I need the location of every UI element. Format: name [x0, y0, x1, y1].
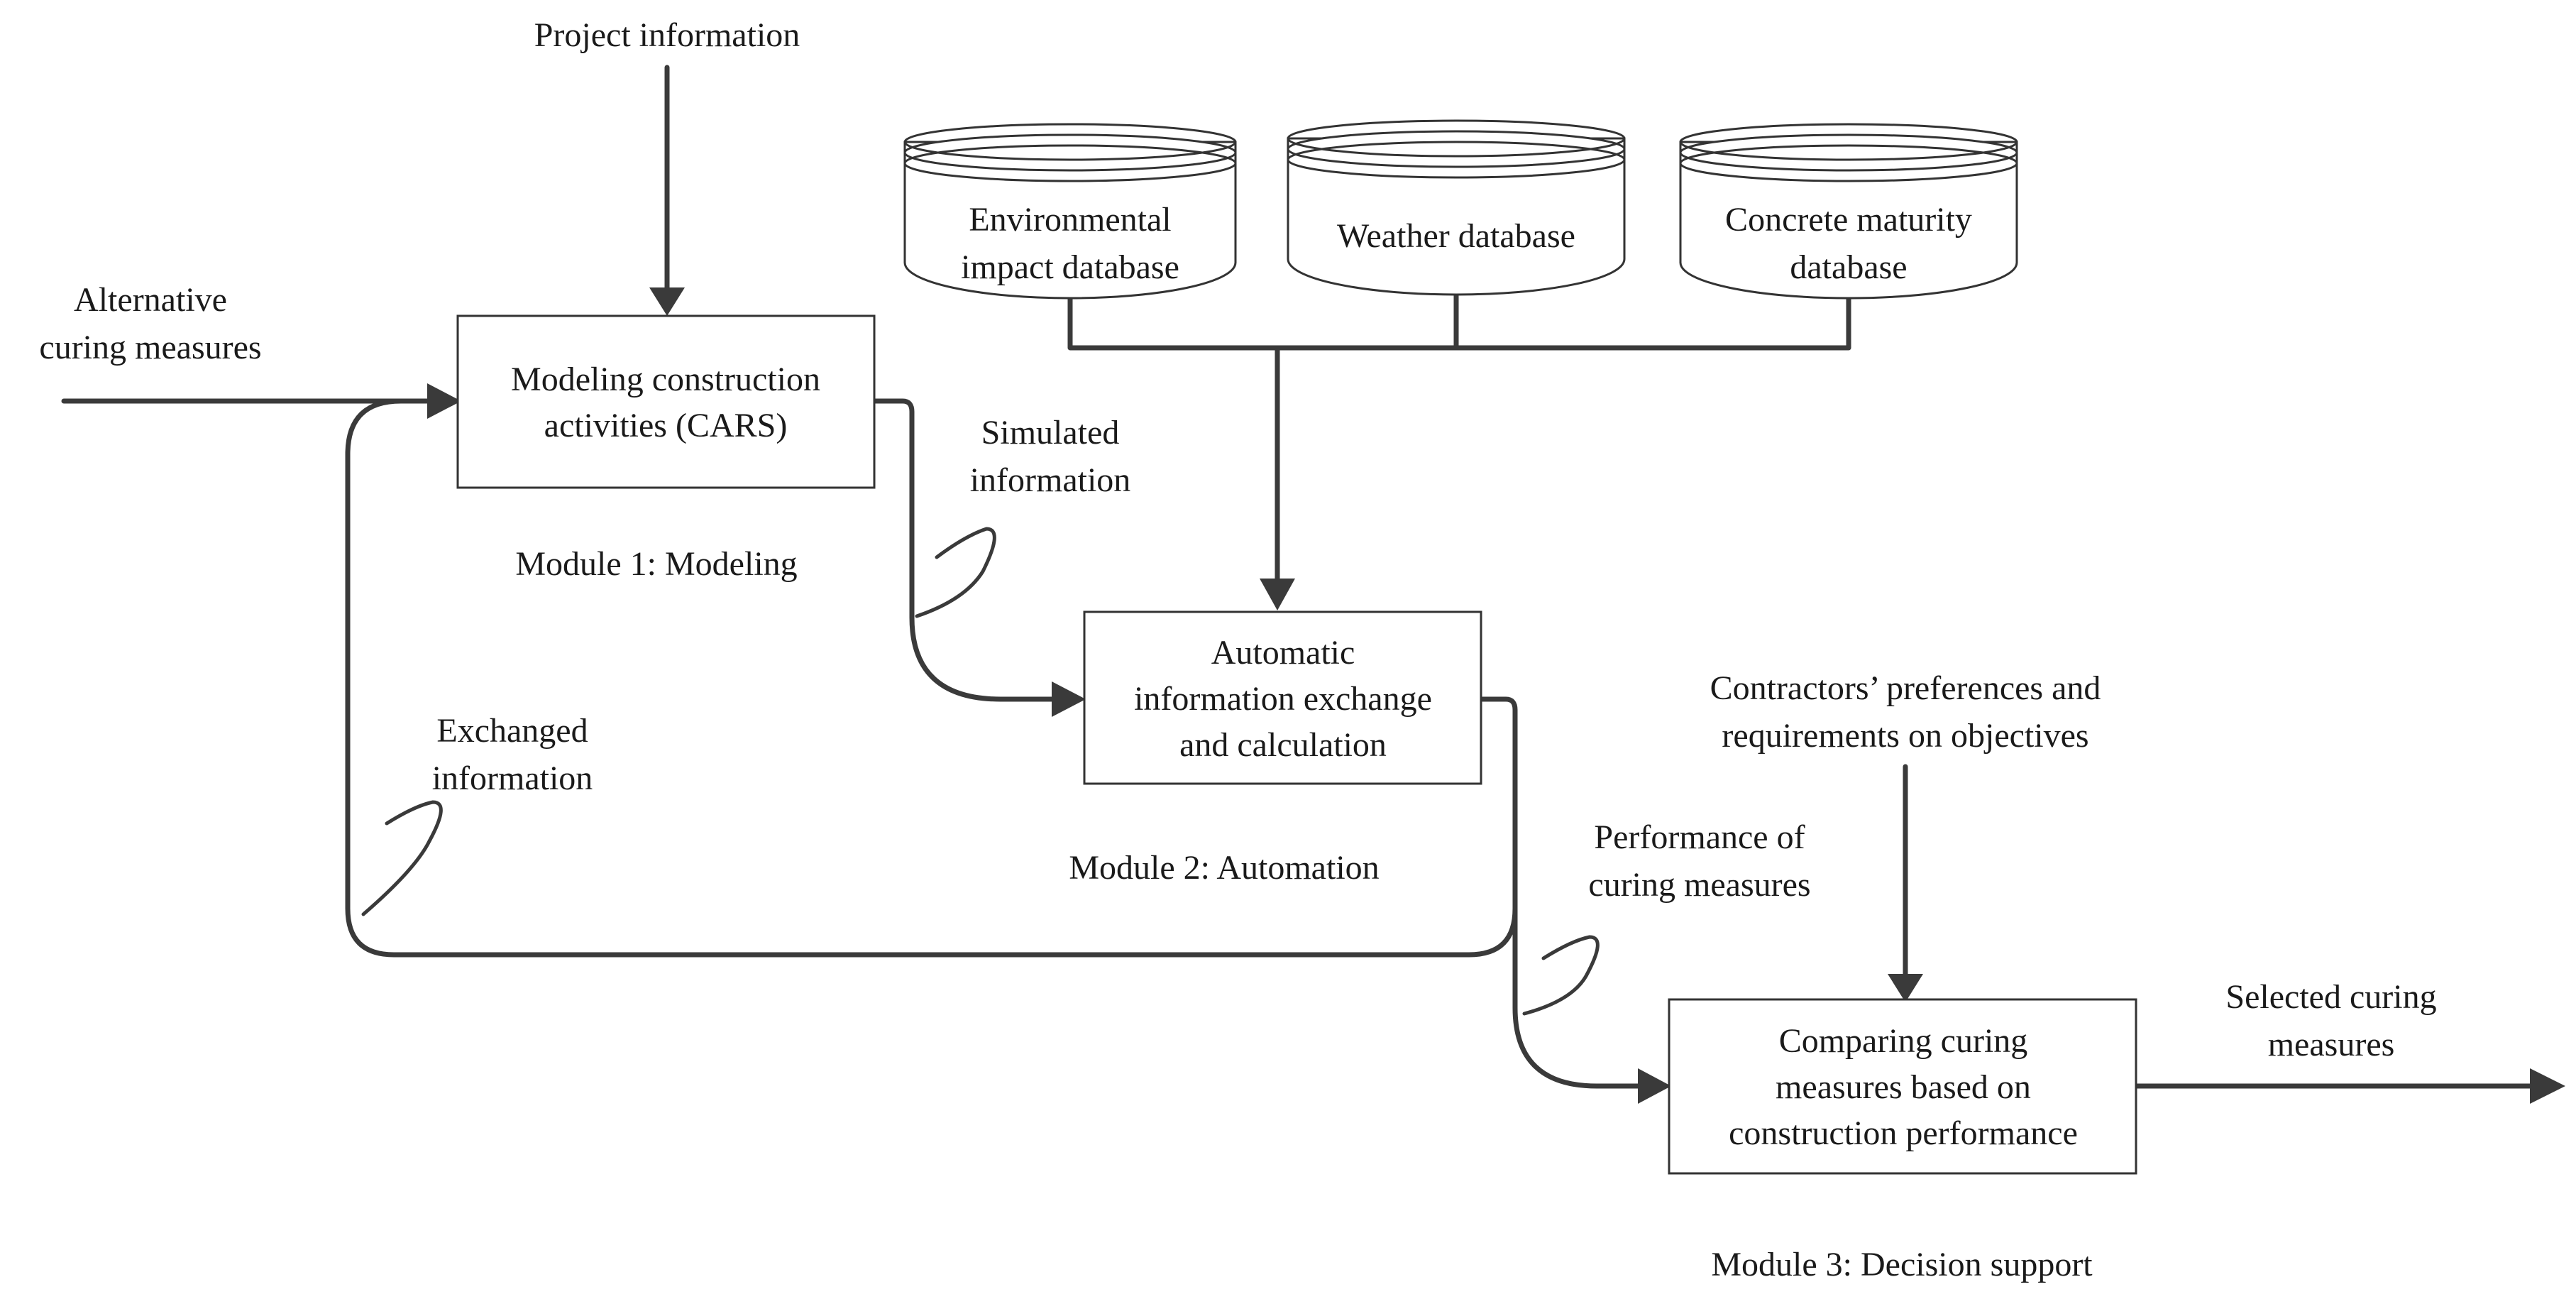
exchanged-information-loop [345, 398, 1518, 958]
contractors-arrowhead [1888, 974, 1923, 1002]
simulated-information-arrowhead [1052, 681, 1086, 717]
automation-box-label-line3: and calculation [1179, 726, 1387, 764]
selected-curing-label-line2: measures [2268, 1026, 2395, 1063]
modeling-module-caption: Module 1: Modeling [515, 545, 797, 583]
performance-label-line2: curing measures [1588, 866, 1810, 904]
simulated-information-label-line2: information [970, 461, 1131, 499]
modeling-box [456, 314, 876, 489]
selected-curing-label-line1: Selected curing [2225, 978, 2436, 1016]
contractors-preferences-label-line1: Contractors’ preferences and [1710, 669, 2101, 707]
alternative-curing-label-line2: curing measures [39, 329, 261, 366]
alternative-curing-label-line1: Alternative [74, 281, 227, 319]
modeling-box-label-line2: activities (CARS) [544, 407, 788, 444]
exchanged-information-label-line1: Exchanged [436, 712, 588, 750]
alternative-curing-arrowhead [427, 383, 461, 419]
weather-database-cylinder [1287, 119, 1626, 296]
automation-box [1083, 610, 1482, 785]
simulated-information-label-line1: Simulated [981, 414, 1120, 451]
performance-connector [1478, 696, 1649, 1089]
environmental-database-label-line2: impact database [961, 248, 1179, 286]
automation-module-caption: Module 2: Automation [1069, 849, 1379, 887]
decision-box-label-line3: construction performance [1729, 1114, 2078, 1152]
concrete-maturity-database-label-line2: database [1790, 248, 1907, 286]
automation-box-label-line2: information exchange [1134, 680, 1432, 718]
exchanged-information-squiggle [361, 800, 443, 916]
weather-database-label: Weather database [1337, 217, 1575, 255]
contractors-preferences-label-line2: requirements on objectives [1722, 717, 2088, 755]
environmental-database-label-line1: Environmental [969, 201, 1171, 239]
selected-curing-arrowhead [2530, 1068, 2565, 1104]
decision-module-caption: Module 3: Decision support [1711, 1246, 2093, 1283]
simulated-information-connector [871, 398, 1064, 702]
performance-arrowhead [1638, 1068, 1671, 1104]
automation-box-label-line1: Automatic [1211, 634, 1355, 672]
project-information-label: Project information [534, 16, 800, 54]
database-arrowhead [1260, 579, 1295, 610]
decision-box-label-line2: measures based on [1776, 1068, 2031, 1106]
performance-label-line1: Performance of [1594, 818, 1805, 856]
modeling-box-label-line1: Modeling construction [511, 361, 820, 398]
database-bus [1067, 292, 1851, 585]
project-info-arrowhead [649, 287, 685, 316]
concrete-maturity-database-cylinder [1679, 123, 2018, 300]
concrete-maturity-database-label-line1: Concrete maturity [1725, 201, 1972, 239]
performance-squiggle [1522, 935, 1600, 1016]
decision-box-label-line1: Comparing curing [1779, 1022, 2028, 1060]
decision-support-box [1668, 998, 2137, 1175]
exchanged-information-label-line2: information [432, 760, 593, 797]
simulated-information-squiggle [915, 527, 996, 618]
environmental-impact-database-cylinder [903, 123, 1237, 300]
